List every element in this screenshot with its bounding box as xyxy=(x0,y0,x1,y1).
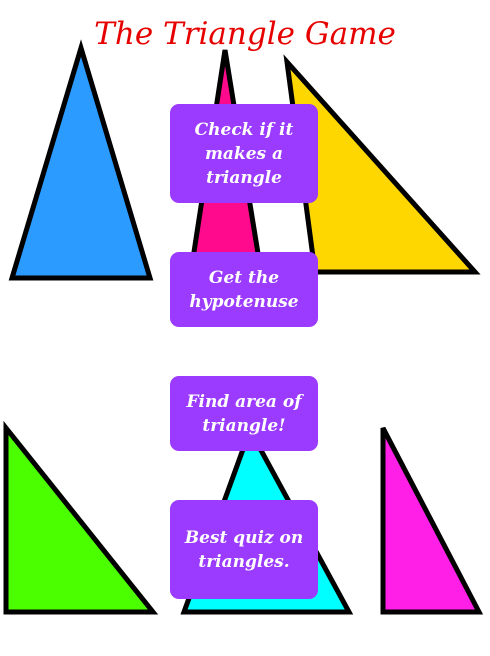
quiz-label: Best quiz on triangles. xyxy=(184,527,304,572)
hypotenuse-label: Get the hypotenuse xyxy=(189,267,299,312)
check-triangle-label: Check if it makes a triangle xyxy=(194,119,294,188)
game-title: The Triangle Game xyxy=(94,16,396,52)
check-triangle-button[interactable]: Check if it makes a triangle xyxy=(170,104,318,203)
blue-triangle xyxy=(8,39,154,281)
area-label: Find area of triangle! xyxy=(186,391,302,436)
area-button[interactable]: Find area of triangle! xyxy=(170,376,318,451)
green-triangle xyxy=(3,420,159,615)
hypotenuse-button[interactable]: Get the hypotenuse xyxy=(170,252,318,327)
quiz-button[interactable]: Best quiz on triangles. xyxy=(170,500,318,599)
magenta-triangle xyxy=(380,426,484,615)
